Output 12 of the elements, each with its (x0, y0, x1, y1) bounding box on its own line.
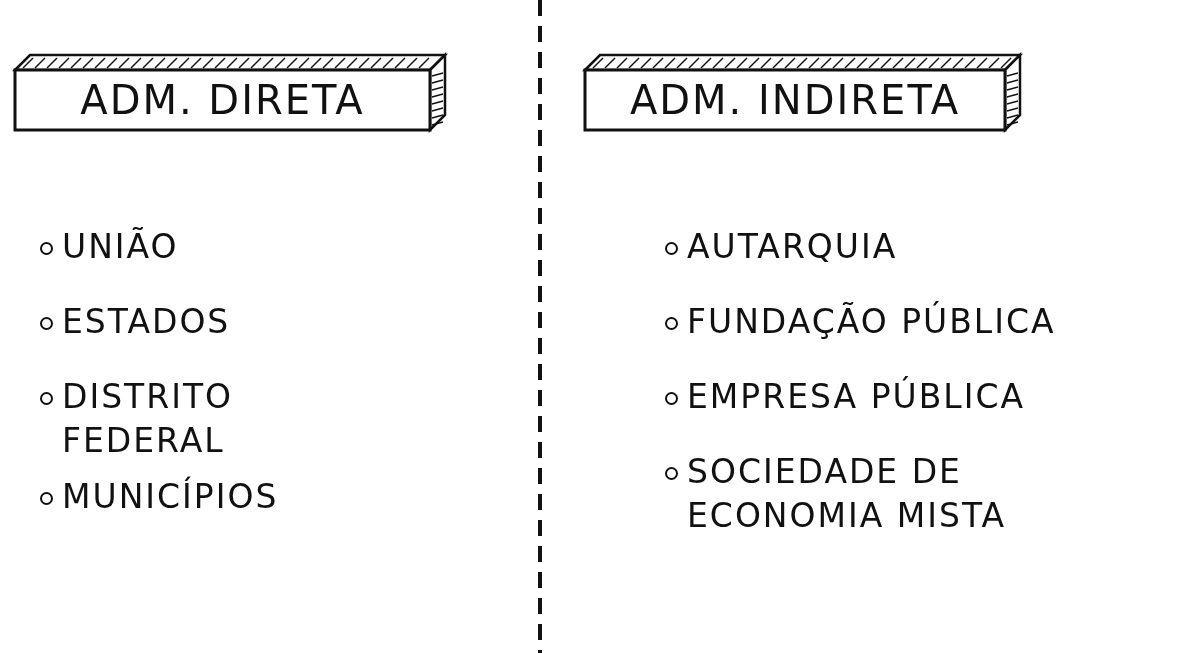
list-item-text: DISTRITO FEDERAL (62, 376, 235, 462)
list-item-text: SOCIEDADE DE ECONOMIA MISTA (687, 451, 1008, 537)
block-box (585, 55, 1020, 130)
list-item-text: FUNDAÇÃO PÚBLICA (687, 300, 1057, 343)
list-item-text: AUTARQUIA (687, 226, 899, 268)
box-title: ADM. INDIRETA (629, 77, 961, 123)
list-item-text: EMPRESA PÚBLICA (687, 375, 1027, 418)
list-item-text: ESTADOS (62, 301, 232, 343)
list-item-text: MUNICÍPIOS (62, 475, 280, 518)
list-item-text: UNIÃO (62, 226, 180, 268)
box-title: ADM. DIRETA (80, 77, 365, 123)
block-box (15, 55, 445, 130)
